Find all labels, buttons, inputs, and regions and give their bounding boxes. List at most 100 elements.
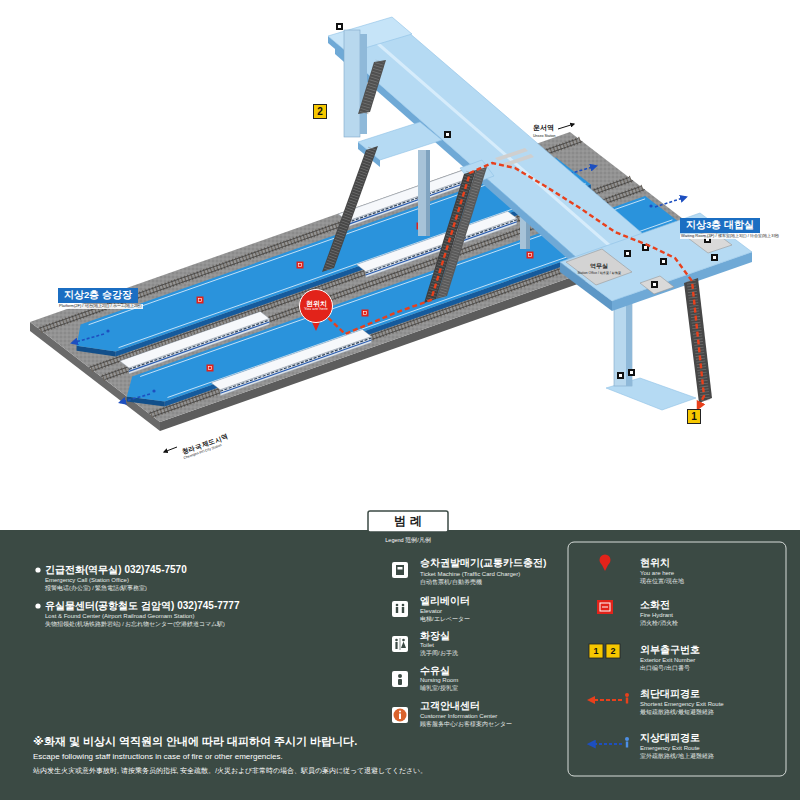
floor-label-box: 지상2층 승강장Platform(2F) / 站台(地上2层) / ホーム(地上…	[58, 288, 138, 303]
legend-entry: 최단대피경로	[640, 689, 700, 700]
legend-entry: 승차권발매기(교통카드충전)	[420, 558, 546, 569]
legend-icon	[395, 642, 397, 649]
facility-icon	[336, 23, 718, 379]
direction-label: 운서역	[533, 124, 554, 132]
legend-subtitle: Shortest Emergency Exit Route	[640, 701, 724, 708]
room-subtitle: Station Office / 站务室 / 駅務室	[577, 272, 620, 276]
legend-heading: 범 례	[394, 515, 421, 529]
contact-subtitle: Lost & Found Center (Airport Railroad Ge…	[45, 613, 194, 620]
legend-icon	[398, 567, 403, 570]
direction-arrow	[164, 447, 177, 452]
facility-icon	[626, 252, 629, 255]
fire-hydrant-icon	[364, 312, 367, 315]
legend-icon	[626, 742, 628, 748]
legend-text: 엘리베이터	[420, 595, 470, 606]
legend-subtitle: 洗手间/お手洗	[420, 650, 458, 656]
legend-subtitle: 室外疏散路线/地上避難経路	[640, 753, 714, 759]
legend-icon	[399, 711, 401, 713]
legend-text: 최단대피경로	[640, 688, 700, 699]
legend-text: 현위치	[640, 557, 670, 568]
node-subtitle: Platform(2F) / 站台(地上2层) / ホーム(地上2階)	[58, 304, 143, 309]
legend-icon	[626, 698, 628, 704]
legend-entry: 외부출구번호	[640, 645, 700, 656]
concourse-bridge	[328, 17, 650, 274]
legend-subheading: Legend 范例/凡例	[385, 537, 430, 543]
track-bed	[30, 132, 700, 422]
fire-hydrant-icon	[362, 310, 369, 317]
rail-track	[38, 139, 692, 417]
legend-icon	[400, 638, 401, 650]
fire-hydrant-icon	[527, 252, 534, 259]
legend-icon	[396, 607, 398, 613]
legend-subtitle: 出口编号/出口番号	[640, 665, 690, 671]
legend-entry: 고객안내센터	[420, 701, 480, 712]
concourse-bridge	[501, 154, 534, 167]
legend-icon	[601, 562, 610, 571]
exit-floor	[606, 296, 696, 410]
escalator	[442, 169, 482, 298]
facility-icon	[630, 371, 633, 374]
legend-icon	[589, 644, 603, 658]
ground-exit-route	[106, 329, 109, 332]
legend-icon	[402, 604, 405, 607]
facility-icon	[446, 133, 449, 136]
exit-number-box: 1	[687, 409, 701, 424]
legend-icon	[625, 737, 629, 741]
node-heading: 지상2층 승강장	[64, 290, 132, 301]
legend-subtitle: 电梯/エレベーター	[420, 616, 470, 622]
legend-icon	[402, 607, 404, 613]
exit-number-box: 2	[313, 104, 327, 119]
legend-entry: 수유실	[420, 666, 450, 677]
stairs	[364, 61, 380, 113]
legend-text: 수유실	[420, 665, 450, 676]
fire-hydrant-icon	[197, 297, 204, 304]
legend-icon	[625, 693, 629, 697]
safety-note: ※화재 및 비상시 역직원의 안내에 따라 대피하여 주시기 바랍니다.	[33, 735, 357, 748]
elevator-shaft	[344, 30, 367, 137]
legend-icon	[589, 743, 622, 745]
legend-icon	[399, 714, 401, 720]
direction-subtitle: Unseo Station	[533, 134, 556, 138]
safety-note: 站内发生火灾或意外事故时, 请按乘务员的指挥, 安全疏散。/火災および非常時の場…	[33, 767, 427, 774]
legend-icon	[398, 679, 402, 685]
legend-icon	[589, 699, 622, 701]
evacuation-route	[328, 163, 704, 409]
train	[220, 337, 371, 396]
exit-number-sample: 1	[593, 646, 598, 656]
concourse-bridge	[328, 17, 412, 53]
legend-icon	[395, 639, 398, 642]
legend-panel	[368, 511, 448, 532]
legend-icon	[392, 555, 629, 748]
contact-line: 유실물센터(공항철도 검암역) 032)745-7777	[45, 600, 240, 612]
legend-icon	[396, 565, 404, 575]
legend-subtitle: Exterior Exit Number	[640, 657, 695, 664]
legend-icon	[392, 562, 408, 578]
node-subtitle: You are here	[304, 307, 328, 312]
node-subtitle: Waiting Room (3F) / 候车室(地上3层) / 待合室(地上3階…	[680, 234, 780, 239]
facility-icon	[628, 369, 635, 376]
facility-icon	[713, 256, 716, 259]
legend-subtitle: 自动售票机/自動券売機	[420, 579, 482, 585]
facility-icon	[651, 281, 658, 288]
facility-icon	[644, 246, 647, 249]
legend-subtitle: 顾客服务中心/お客様案内センター	[420, 721, 512, 727]
facility-icon	[660, 258, 667, 265]
legend-icon	[402, 639, 405, 642]
legend-text: 화장실	[420, 630, 450, 641]
waiting-room-floor	[640, 276, 674, 294]
train	[220, 340, 371, 393]
legend-icon	[392, 636, 408, 652]
ground-exit-route	[649, 204, 652, 207]
you-are-here-marker: 현위치You are here	[299, 289, 333, 323]
legend-icon	[606, 644, 620, 658]
legend-subtitle: 消火栓/消火栓	[640, 620, 678, 626]
track-bed	[30, 132, 700, 431]
fire-hydrant-icon	[529, 254, 532, 257]
fire-hydrant-icon	[299, 264, 302, 267]
facility-icon	[617, 372, 624, 379]
legend-text: 외부출구번호	[640, 644, 700, 655]
legend-icon	[602, 607, 608, 608]
legend-icon	[398, 674, 402, 678]
room-label: 역무실	[590, 263, 608, 270]
ground-exit-route	[152, 389, 155, 392]
